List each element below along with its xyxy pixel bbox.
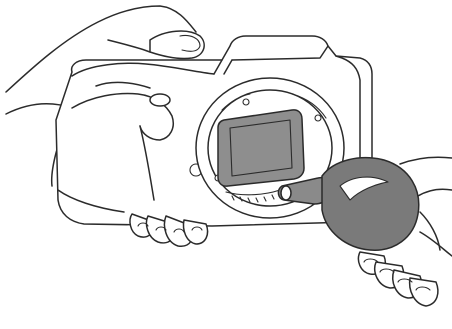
camera-cleaning-illustration — [0, 0, 452, 329]
illustration-svg — [0, 0, 452, 329]
